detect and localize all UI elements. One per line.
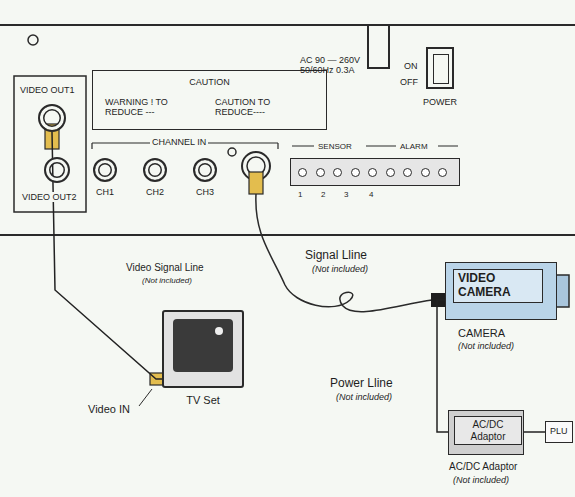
tv-set: TV Set [162, 310, 244, 388]
node-text: 3 [344, 190, 348, 199]
rating-label: AC 90 — 260V 50/60Hz 0.3A [300, 55, 374, 76]
power-switch: ONOFFPOWER [426, 47, 454, 89]
panel-top-edge [0, 24, 575, 26]
node-text: 2 [321, 190, 325, 199]
cable-line [524, 431, 545, 433]
leader-line [139, 389, 152, 406]
terminal-strip: SENSORALARM1234 [290, 158, 460, 186]
node-text: CH3 [196, 187, 214, 197]
channel-jack: CH1 [93, 158, 117, 182]
caution-box: CAUTION WARNING ! TO REDUCE --- CAUTION TO… [92, 70, 327, 130]
panel-screw [28, 35, 38, 45]
node-text: (Not included) [453, 475, 509, 485]
rocker [433, 54, 449, 84]
node-text: WARNING ! TO REDUCE --- [105, 97, 200, 118]
signal-line [256, 194, 432, 312]
channel-jack: CH2 [143, 158, 167, 182]
indicator-led [228, 148, 236, 156]
node-text: AC/DC Adaptor [454, 416, 522, 445]
tv-screen [173, 319, 233, 372]
node-text: AC/DC Adaptor [449, 461, 517, 473]
camera-lens [555, 275, 569, 307]
terminal-screw [316, 168, 325, 177]
terminal-screw [386, 168, 395, 177]
node-text: 4 [369, 190, 373, 199]
terminal-screw [351, 168, 360, 177]
group-label: CHANNEL IN [150, 137, 208, 147]
sensor-alarm-bracket [292, 145, 458, 146]
node-text: TV Set [186, 394, 220, 407]
panel-bottom-edge [0, 234, 575, 236]
terminal-screw [368, 168, 377, 177]
node-text: CH2 [146, 187, 164, 197]
node-text: PLU [550, 426, 568, 436]
terminal-screw [298, 168, 307, 177]
power-plug: PLU [545, 421, 573, 443]
node-text: VIDEO OUT1 [20, 85, 75, 95]
signal-plug [249, 172, 263, 194]
node-text: ALARM [400, 142, 428, 151]
node-text: POWER [423, 97, 457, 107]
node-text: CAUTION TO REDUCE---- [215, 97, 310, 118]
terminal-screw [438, 168, 447, 177]
terminal-screw [403, 168, 412, 177]
node-text: ON [404, 61, 418, 71]
video-out-jack: VIDEO OUT2 [44, 157, 70, 183]
note-label: (Not included) [312, 264, 368, 274]
node-text: OFF [400, 77, 418, 87]
node-text: 1 [298, 190, 302, 199]
node-text: VIDEO OUT2 [20, 192, 79, 202]
channel-jack: CH3 [193, 158, 217, 182]
node-text: CAMERA [458, 327, 505, 340]
video-out-jack: VIDEO OUT1 [38, 104, 66, 132]
video-out-panel [14, 76, 86, 212]
video-camera: VIDEO CAMERACAMERA(Not included) [445, 262, 557, 320]
cable-label: Power Lline [330, 377, 393, 391]
cable-label: Signal Lline [305, 249, 367, 263]
note-label: (Not included) [336, 392, 392, 402]
screen-glare [215, 327, 223, 335]
note-label: (Not included) [142, 276, 192, 285]
port-label: Video IN [88, 403, 130, 416]
fuse-holder [368, 25, 389, 68]
terminal-screw [421, 168, 430, 177]
terminal-screw [333, 168, 342, 177]
node-text: VIDEO CAMERA [453, 269, 543, 303]
cable-label: Video Signal Line [126, 262, 204, 274]
node-text: CAUTION [189, 77, 230, 87]
node-text: SENSOR [318, 142, 352, 151]
ac-dc-adaptor: AC/DC AdaptorAC/DC Adaptor(Not included) [448, 410, 524, 455]
node-text: CH1 [96, 187, 114, 197]
node-text: (Not included) [458, 341, 514, 351]
